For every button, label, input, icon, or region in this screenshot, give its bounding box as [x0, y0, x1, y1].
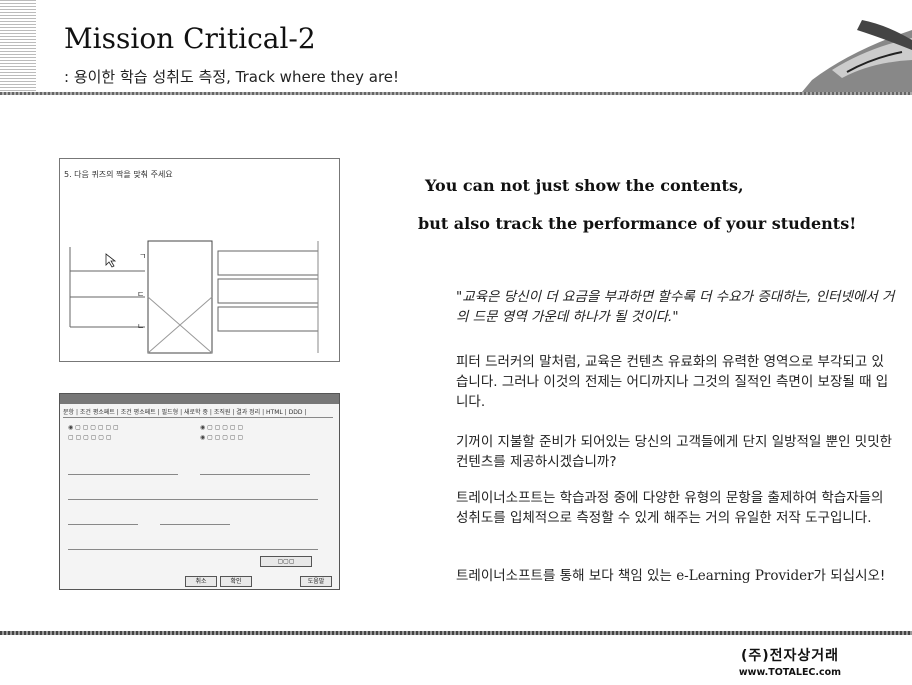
- svg-text:ㄷ: ㄷ: [137, 290, 144, 299]
- slide-title: Mission Critical-2: [64, 22, 316, 55]
- matching-quiz-screenshot: 5. 다음 퀴즈의 짝을 맞춰 주세요 ㄱ ㄷ ㄴ: [59, 158, 340, 362]
- paragraph-4: 트레이너소프트를 통해 보다 책임 있는 e-Learning Provider…: [456, 566, 896, 586]
- company-url: www.TOTALEC.com: [738, 667, 842, 678]
- dialog-cancel-button: 취소: [185, 576, 217, 587]
- dialog-help-button: 도움말: [300, 576, 332, 587]
- dialog-menubar: 문항 | 조건 평소페트 | 조건 평소페트 | 필드형 | 새로학 중 | 조…: [63, 409, 307, 416]
- paragraph-2: 기꺼이 지불할 준비가 되어있는 당신의 고객들에게 단지 일방적일 뿐인 밋밋…: [456, 434, 893, 470]
- dialog-divider: [63, 417, 333, 418]
- dialog-ok-button: 확인: [220, 576, 252, 587]
- header-decoration-stripes: [0, 0, 36, 92]
- paragraph-4-lead: 트레이너소프트를 통해 보다 책임 있는: [456, 568, 677, 584]
- header-divider: [0, 92, 912, 95]
- settings-dialog-screenshot: 문항 | 조건 평소페트 | 조건 평소페트 | 필드형 | 새로학 중 | 조…: [59, 393, 340, 590]
- drucker-quote: "교육은 당신이 더 요금을 부과하면 할수록 더 수요가 증대하는, 인터넷에…: [456, 289, 895, 325]
- paragraph-4-latin: e-Learning Provider: [676, 568, 814, 584]
- header-decoration-image: [772, 0, 912, 92]
- footer-divider: [0, 631, 912, 635]
- svg-text:ㄴ: ㄴ: [137, 322, 144, 331]
- slide-header: Mission Critical-2 : 용이한 학습 성취도 측정, Trac…: [0, 0, 912, 92]
- headline-line-1: You can not just show the contents,: [425, 176, 744, 195]
- paragraph-1: 피터 드러커의 말처럼, 교육은 컨텐츠 유료화의 유력한 영역으로 부각되고 …: [456, 354, 889, 410]
- paragraph-4-tail: 가 되십시오!: [813, 568, 886, 584]
- svg-text:ㄱ: ㄱ: [139, 252, 146, 261]
- paragraph-3: 트레이너소프트는 학습과정 중에 다양한 유형의 문항을 출제하여 학습자들의 …: [456, 490, 884, 526]
- company-name: (주)전자상거래: [740, 648, 840, 664]
- slide-subtitle: : 용이한 학습 성취도 측정, Track where they are!: [64, 68, 400, 86]
- dialog-titlebar: [60, 394, 339, 404]
- quiz-caption: 5. 다음 퀴즈의 짝을 맞춰 주세요: [64, 170, 173, 179]
- quiz-diagram: ㄱ ㄷ ㄴ: [69, 240, 319, 354]
- company-logo: (주)전자상거래 www.TOTALEC.com: [705, 645, 875, 678]
- headline-line-2: but also track the performance of your s…: [418, 214, 857, 233]
- dialog-option-button: ▢▢▢: [260, 556, 312, 567]
